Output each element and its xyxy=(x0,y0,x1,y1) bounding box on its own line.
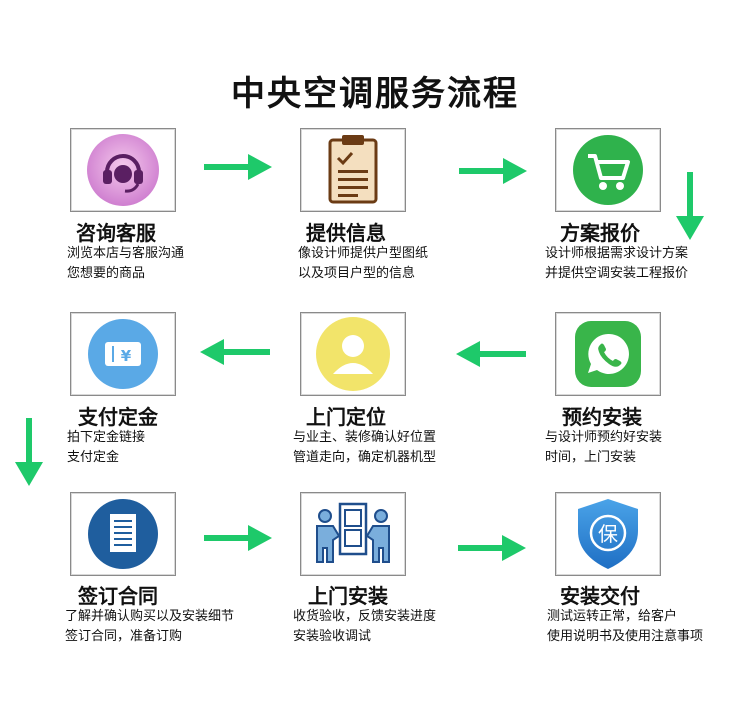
step-desc-onsite-locate-line2: 管道走向，确定机器机型 xyxy=(293,450,437,465)
clipboard-icon xyxy=(328,135,378,204)
step-box-install xyxy=(300,492,406,576)
step-box-deposit: ¥ xyxy=(70,312,176,396)
headset-icon xyxy=(87,134,159,206)
arrow-right-4 xyxy=(458,535,526,561)
step-box-quote xyxy=(555,128,661,212)
step-title-delivery: 安装交付 xyxy=(560,584,640,608)
user-avatar-icon xyxy=(316,317,390,391)
step-desc-quote-line2: 并提供空调安装工程报价 xyxy=(545,266,689,281)
step-title-deposit: 支付定金 xyxy=(78,405,158,429)
step-desc-consult-line1: 浏览本店与客服沟通 xyxy=(67,246,185,261)
arrow-down-1 xyxy=(676,172,704,240)
arrow-left-2 xyxy=(456,341,526,367)
arrow-down-2 xyxy=(15,418,43,486)
step-desc-delivery-line1: 测试运转正常，给客户 xyxy=(547,609,678,624)
step-box-consult xyxy=(70,128,176,212)
step-title-consult: 咨询客服 xyxy=(76,221,156,245)
step-desc-appointment-line1: 与设计师预约好安装 xyxy=(545,430,663,445)
step-title-contract: 签订合同 xyxy=(78,584,158,608)
yuan-ticket-icon: ¥ xyxy=(88,319,158,389)
page-title: 中央空调服务流程 xyxy=(231,74,519,114)
step-desc-appointment-line2: 时间，上门安装 xyxy=(545,450,637,465)
step-desc-provide-info-line1: 像设计师提供户型图纸 xyxy=(298,246,429,261)
step-desc-quote-line1: 设计师根据需求设计方案 xyxy=(545,246,689,261)
step-desc-contract-line1: 了解并确认购买以及安装细节 xyxy=(65,609,235,624)
arrow-right-2 xyxy=(459,158,527,184)
shield-guarantee-icon: 保 xyxy=(578,499,638,569)
arrow-right-3 xyxy=(204,525,272,551)
step-desc-deposit-line2: 支付定金 xyxy=(67,450,120,465)
shopping-cart-icon xyxy=(573,135,643,205)
step-title-appointment: 预约安装 xyxy=(562,405,642,429)
step-desc-deposit-line1: 拍下定金链接 xyxy=(67,430,146,445)
step-box-provide-info xyxy=(300,128,406,212)
step-title-onsite-locate: 上门定位 xyxy=(306,405,386,429)
step-box-onsite-locate xyxy=(300,312,406,396)
step-desc-consult-line2: 您想要的商品 xyxy=(67,266,146,281)
contract-document-icon xyxy=(88,499,158,569)
arrow-left-1 xyxy=(200,339,270,365)
phone-chat-icon xyxy=(575,321,641,387)
step-box-contract xyxy=(70,492,176,576)
step-desc-install-line1: 收货验收，反馈安装进度 xyxy=(293,609,437,624)
shield-guarantee-char: 保 xyxy=(598,522,618,546)
step-title-quote: 方案报价 xyxy=(560,221,640,245)
step-desc-delivery-line2: 使用说明书及使用注意事项 xyxy=(547,629,704,644)
movers-icon xyxy=(316,502,390,563)
yuan-symbol: ¥ xyxy=(121,347,132,365)
step-desc-contract-line2: 签订合同，准备订购 xyxy=(65,629,183,644)
step-box-appointment xyxy=(555,312,661,396)
step-desc-install-line2: 安装验收调试 xyxy=(293,629,372,644)
arrow-right-1 xyxy=(204,154,272,180)
step-desc-provide-info-line2: 以及项目户型的信息 xyxy=(298,266,416,281)
step-box-delivery: 保 xyxy=(555,492,661,576)
step-title-provide-info: 提供信息 xyxy=(306,221,386,245)
step-desc-onsite-locate-line1: 与业主、装修确认好位置 xyxy=(293,430,437,445)
step-title-install: 上门安装 xyxy=(308,584,388,608)
